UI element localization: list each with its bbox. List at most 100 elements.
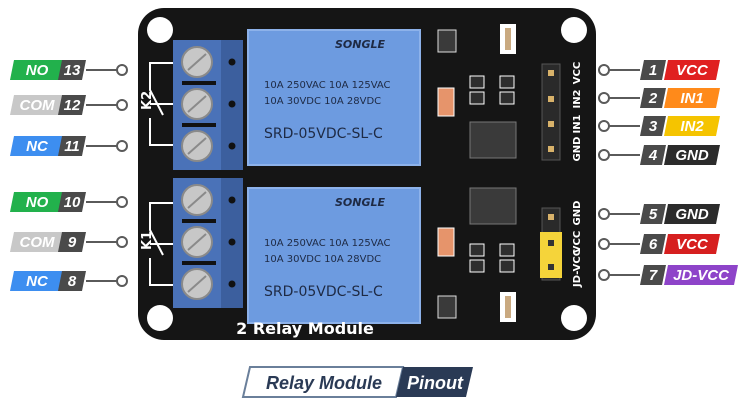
pin-name-tag [10,232,64,252]
caption-subtitle: Pinout [407,373,464,393]
pin-number: 7 [649,267,658,284]
mounting-hole [147,17,173,43]
screw-slot [187,137,207,155]
pin-number-tag [640,88,666,108]
pin-number-tag [640,60,666,80]
pin-dot [598,238,610,250]
pin-name-tag [10,136,64,156]
relay-symbols [149,62,175,286]
pin-dot [598,64,610,76]
pin-number: 3 [649,118,658,135]
module-title: 2 Relay Module [236,319,374,338]
header-label: VCC [572,231,583,253]
pin-number: 12 [64,97,81,114]
header-label: VCC [572,62,583,84]
pin-name: JD-VCC [673,267,730,284]
pin-name-tag [10,95,64,115]
screw-slot [187,191,207,209]
pin-name-tag [664,116,720,136]
screw-slot [187,275,207,293]
pin-name: GND [675,147,709,164]
pin-dot [116,64,128,76]
pin-number: 9 [68,234,77,251]
relay-brand: SONGLE [335,38,386,51]
relay-model: SRD-05VDC-SL-C [264,284,383,300]
pin-callout-com-9: COM 9 [10,232,128,252]
screw-slot [187,53,207,71]
pin-name-tag [664,265,738,285]
terminal-hole [228,280,236,288]
pin-number-tag [640,234,666,254]
pin-dot [598,120,610,132]
pin-name: IN1 [680,90,703,107]
pin-name-tag [10,60,64,80]
header-label: GND [572,137,583,162]
relay-model: SRD-05VDC-SL-C [264,126,383,142]
pin-number-tag [58,232,86,252]
relay-k2-label: K2 [140,91,155,110]
pin-name-tag [10,271,64,291]
pin-dot [598,208,610,220]
relay-brand: SONGLE [335,196,386,209]
pin-dot [116,196,128,208]
pin-callout-nc-11: NC 11 [10,136,128,156]
pin-number-tag [640,145,666,165]
caption-title: Relay Module [266,373,382,393]
pin-name-tag [664,88,720,108]
pin-number-tag [58,271,86,291]
pin-number: 1 [649,62,657,79]
pin-name: VCC [676,62,709,79]
relay-k2: SONGLE 10A 250VAC 10A 125VAC 10A 30VDC 1… [247,29,421,166]
pin-number-tag [640,265,666,285]
pin-name: NO [26,62,49,79]
relay-k1-label: K1 [140,231,155,250]
pin-number-tag [640,204,666,224]
pin-name: NC [26,273,49,290]
pin-name: IN2 [680,118,704,135]
terminal-screws [181,46,236,300]
header-label: IN1 [572,114,583,133]
terminal-divider [182,81,216,85]
screw-slot [187,233,207,251]
relay-rating-2: 10A 30VDC 10A 28VDC [264,254,381,265]
terminal-hole [228,196,236,204]
pin-number: 10 [64,194,81,211]
pin-name: COM [20,97,56,114]
pin-number-tag [640,116,666,136]
pin-callout-com-12: COM 12 [10,95,128,115]
terminal-divider [182,123,216,127]
pin-number: 6 [649,236,658,253]
pin-dot [598,149,610,161]
pin-dot [116,140,128,152]
pin-callout-1-vcc: 1 VCC [598,60,720,80]
relay-k1: SONGLE 10A 250VAC 10A 125VAC 10A 30VDC 1… [247,187,421,324]
relay-rating-1: 10A 250VAC 10A 125VAC [264,238,391,249]
pin-name: COM [20,234,56,251]
pin-dot [598,269,610,281]
pin-name-tag [664,60,720,80]
pin-name: NO [26,194,49,211]
pin-number-tag [58,136,86,156]
pin-name: NC [26,138,49,155]
mounting-hole [561,17,587,43]
header-label: JD-VCC [572,249,583,288]
pin-number: 8 [68,273,77,290]
pin-dot [116,236,128,248]
pin-callout-3-in2: 3 IN2 [598,116,720,136]
header-label: IN2 [572,89,583,108]
pin-name-tag [664,145,720,165]
relay-rating-1: 10A 250VAC 10A 125VAC [264,80,391,91]
pin-number: 11 [64,138,80,155]
screw-terminal-block [173,40,243,308]
header-pins-top [541,63,561,161]
pin-number-tag [58,60,86,80]
pin-name-tag [664,204,720,224]
pin-callout-7-jd-vcc: 7 JD-VCC [598,265,738,285]
